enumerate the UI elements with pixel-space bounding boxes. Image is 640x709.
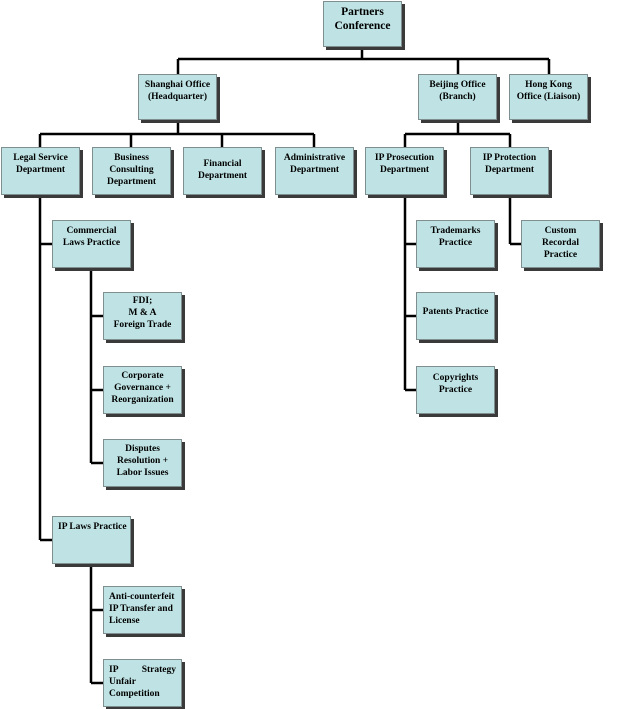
node-text-line: Foreign Trade — [113, 320, 172, 330]
node-text-line: Unfair — [109, 677, 136, 687]
node-text-line: Financial — [203, 159, 242, 169]
node-text-line: License — [109, 616, 140, 626]
node-text-line: Administrative — [283, 153, 346, 163]
node-text-line: Labor Issues — [116, 468, 169, 478]
node-text-line: Department — [197, 171, 248, 181]
node-text-line: Patents Practice — [422, 307, 489, 317]
node-text-line: IP Protection — [482, 153, 537, 163]
node-text-line: Practice — [438, 385, 473, 395]
node-text-line: FDI; — [132, 296, 153, 306]
node-text-line: Department — [484, 165, 535, 175]
node-patents-practice: Patents Practice — [416, 292, 495, 340]
node-text-line: Recordal — [542, 238, 579, 248]
node-text-line: IP Laws Practice — [58, 522, 127, 532]
node-text-line: Hong Kong — [525, 80, 572, 90]
node-text-line: Legal Service — [13, 153, 68, 163]
node-text-line: Beijing Office — [429, 80, 486, 90]
node-text-line: Disputes — [125, 444, 160, 454]
node-text-line: Practice — [438, 238, 473, 248]
node-text-line: Competition — [109, 689, 160, 699]
node-text-line: M & A — [128, 308, 157, 318]
node-text-line: Practice — [543, 250, 578, 260]
node-text-line: Commercial — [66, 226, 117, 236]
node-text-line: (Headquarter) — [147, 92, 208, 102]
node-text-line: Department — [106, 177, 157, 187]
node-text-line: Business — [114, 153, 149, 163]
node-beijing-office: Beijing Office (Branch) — [418, 74, 497, 120]
node-shanghai-office: Shanghai Office (Headquarter) — [138, 74, 217, 120]
node-text-line: Partners — [341, 6, 384, 18]
node-text-line: Copyrights — [432, 373, 479, 383]
node-text-line: Department — [379, 165, 430, 175]
node-text-line: Office (Liaison) — [516, 92, 581, 102]
node-text-line: Shanghai Office — [144, 80, 211, 90]
node-ip-laws-practice: IP Laws Practice — [52, 516, 131, 564]
node-text-line: Reorganization — [111, 395, 174, 405]
node-text-line: Resolution + — [116, 456, 169, 466]
node-text-line: Department — [289, 165, 340, 175]
node-text-line: IP Prosecution — [374, 153, 435, 163]
node-text-line: Consulting — [109, 165, 154, 175]
node-fdi-ma-foreign-trade: FDI; M & A Foreign Trade — [103, 292, 182, 340]
node-text-line: Governance + — [114, 383, 171, 393]
node-text-line: Laws Practice — [62, 238, 121, 248]
node-text-line: Corporate — [121, 371, 164, 381]
node-text-line: Anti-counterfeit — [109, 592, 175, 602]
node-text-line: Department — [15, 165, 66, 175]
node-text-line: (Branch) — [439, 92, 476, 102]
node-text-line: IP Transfer and — [109, 604, 173, 614]
node-text-line: Custom — [544, 226, 577, 236]
node-text-line: Conference — [334, 20, 391, 32]
node-text-line: Trademarks — [430, 226, 481, 236]
